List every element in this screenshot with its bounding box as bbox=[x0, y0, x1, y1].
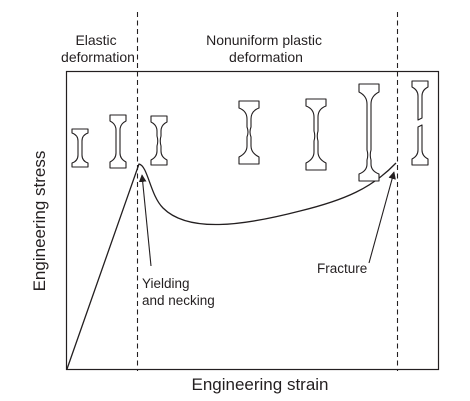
specimen-icon-necking bbox=[150, 115, 168, 166]
specimen-icon-fractured-upper bbox=[411, 80, 429, 121]
specimen-icon-plastic-1 bbox=[238, 100, 260, 165]
yielding-label: Yielding and necking bbox=[142, 276, 215, 308]
yielding-arrow bbox=[138, 174, 152, 267]
stress-strain-curve bbox=[66, 162, 397, 370]
yielding-label-line-1: Yielding bbox=[142, 276, 190, 291]
elastic-region-label-line-1: Elastic bbox=[75, 32, 116, 48]
y-axis-label: Engineering stress bbox=[30, 151, 49, 292]
yielding-label-line-2: and necking bbox=[142, 293, 215, 308]
plot-frame bbox=[65, 70, 440, 371]
plastic-region-label-line-2: deformation bbox=[229, 49, 303, 65]
fracture-label: Fracture bbox=[317, 261, 367, 276]
elastic-region-label: Elastic deformation bbox=[61, 32, 135, 65]
fracture-arrow bbox=[368, 171, 396, 264]
x-axis-label: Engineering strain bbox=[191, 375, 328, 394]
specimen-icon-fractured-lower bbox=[411, 124, 429, 166]
specimen-icon-elastic bbox=[109, 114, 127, 169]
specimen-icon-plastic-2 bbox=[305, 98, 327, 171]
specimen-icon-initial bbox=[71, 128, 89, 168]
plastic-region-label-line-1: Nonuniform plastic bbox=[206, 32, 322, 48]
specimen-icon-plastic-3 bbox=[358, 83, 380, 182]
elastic-region-label-line-2: deformation bbox=[61, 49, 135, 65]
plastic-region-label: Nonuniform plastic deformation bbox=[206, 32, 326, 65]
